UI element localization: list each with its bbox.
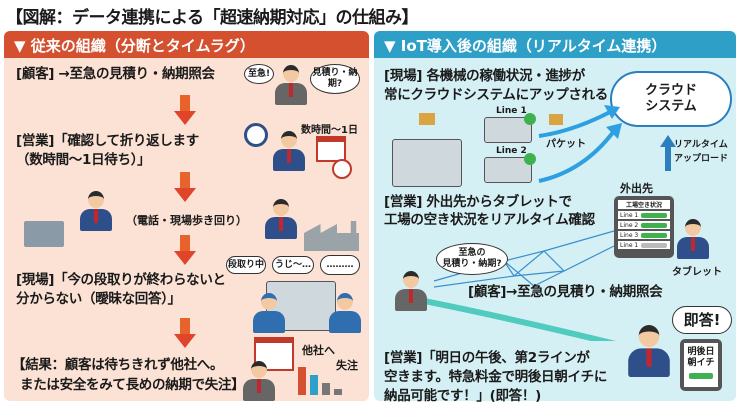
check-icon <box>524 153 536 165</box>
down-arrow-icon <box>174 172 196 202</box>
stopwatch-icon <box>332 159 352 179</box>
calendar-icon <box>254 337 294 371</box>
down-arrow-icon <box>174 95 196 125</box>
iot-header: ▼ IoT導入後の組織（リアルタイム連携） <box>374 31 736 58</box>
legacy-step-customer: [顧客] →至急の見積り・納期照会 <box>16 66 215 82</box>
mumble-bubble: うじ〜… <box>272 256 314 274</box>
up-arrow-icon <box>660 135 676 147</box>
packet-label: パケット <box>546 139 586 150</box>
legacy-step-sales-1: [営業]「確認して折り返します <box>16 133 199 149</box>
desk-icon <box>24 221 64 247</box>
lost-order-label: 失注 <box>336 359 358 372</box>
customer-bubble: 至急の見積り・納期? <box>436 243 508 275</box>
factory-icon <box>304 221 359 251</box>
quote-bubble: 見積り・納期? <box>310 64 360 94</box>
packet-box-icon <box>549 114 563 125</box>
bar-icon <box>310 375 318 395</box>
away-label: 外出先 <box>620 182 653 195</box>
tablet-line: Line 2 <box>618 221 670 229</box>
box-icon <box>419 113 435 125</box>
iot-machine-icon <box>392 139 462 187</box>
upload-arrows-icon <box>538 105 622 183</box>
bar-icon <box>334 389 342 395</box>
network-icon <box>424 230 617 341</box>
line1-label: Line 1 <box>496 106 527 116</box>
iot-answer-1: [営業]「明日の午後、第2ラインが <box>384 350 590 366</box>
customer-person-icon <box>394 271 428 311</box>
legacy-step-phone: （電話・現場歩き回り） <box>126 214 247 227</box>
bar-icon <box>322 383 330 395</box>
tablet-line: Line 3 <box>618 231 670 239</box>
upload-label-2: アップロード <box>674 154 729 164</box>
iot-answer-2: 空きます。特急料金で明後日朝イチに <box>384 369 608 385</box>
legacy-step-sales-2: （数時間〜1日待ち）」 <box>16 152 151 168</box>
tablet-label: タブレット <box>672 267 722 278</box>
tablet-line: Line 1 <box>618 241 670 249</box>
iot-sales-2: 工場の空き状況をリアルタイム確認 <box>384 212 595 228</box>
tablet-title: 工場空き状況 <box>618 200 670 209</box>
tablet-line: Line 1 <box>618 211 670 219</box>
upload-label-1: リアルタイム <box>674 140 728 150</box>
legacy-header: ▼ 従来の組織（分断とタイムラグ） <box>4 31 369 58</box>
down-arrow-icon <box>174 318 196 348</box>
urgent-bubble: 至急! <box>244 64 274 84</box>
instant-bubble: 即答! <box>672 306 732 334</box>
iot-sales-1: [営業] 外出先からタブレットで <box>384 194 572 210</box>
status-tablet: 工場空き状況 Line 1 Line 2 Line 3 Line 1 <box>614 196 674 258</box>
legacy-panel: ▼ 従来の組織（分断とタイムラグ） [顧客] →至急の見積り・納期照会 至急! … <box>4 31 369 401</box>
worried-sales-icon <box>272 131 306 171</box>
away-sales-icon <box>676 219 710 259</box>
wait-time-note: 数時間〜1日 <box>301 125 358 136</box>
iot-field-2: 常にクラウドシステムにアップされる <box>384 87 608 103</box>
setup-bubble: 段取り中 <box>226 256 266 274</box>
cloud-label-1: クラウド <box>644 83 697 98</box>
cloud-icon: クラウド システム <box>610 71 732 127</box>
iot-customer: [顧客]→至急の見積り・納期照会 <box>468 284 663 300</box>
down-arrow-icon <box>174 235 196 265</box>
clock-icon <box>244 123 268 147</box>
answering-sales-icon <box>627 325 671 377</box>
bar-icon <box>298 367 306 395</box>
answer-tablet: 明後日 朝イチ <box>680 339 722 391</box>
line2-label: Line 2 <box>496 146 527 156</box>
customer-person-icon <box>242 361 276 401</box>
legacy-result-2: または安全をみて長めの納期で失注】 <box>20 377 245 393</box>
phone-sales-icon <box>264 199 298 239</box>
customer-person-icon <box>274 65 308 105</box>
silence-bubble: ……… <box>320 255 360 275</box>
legacy-step-field-2: 分からない（曖昧な回答）」 <box>16 291 181 307</box>
worker-icon <box>252 293 286 333</box>
iot-field-1: [現場] 各機械の稼働状況・進捗が <box>384 68 585 84</box>
up-arrow-shaft <box>665 147 671 171</box>
legacy-step-field-1: [現場]「今の段取りが終わらないと <box>16 272 226 288</box>
cloud-label-2: システム <box>645 99 697 114</box>
check-icon <box>524 113 536 125</box>
page-title: 【図解：データ連携による「超速納期対応」の仕組み】 <box>6 8 419 28</box>
iot-answer-3: 納品可能です！」(即答！) <box>384 388 541 404</box>
other-company-label: 他社へ <box>302 344 335 357</box>
iot-panel: ▼ IoT導入後の組織（リアルタイム連携） [現場] 各機械の稼働状況・進捗が … <box>374 31 736 404</box>
walking-sales-icon <box>79 191 113 231</box>
calendar-icon <box>316 136 346 162</box>
legacy-result-1: 【結果：顧客は待ちきれず他社へ。 <box>12 357 224 373</box>
worker-icon <box>328 293 362 333</box>
